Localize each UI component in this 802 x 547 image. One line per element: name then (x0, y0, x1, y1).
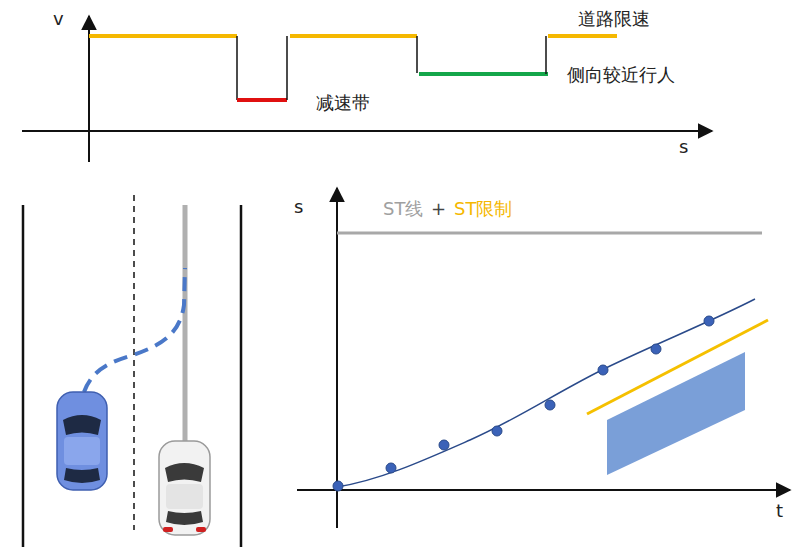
series-separator: + (431, 198, 446, 220)
blue-car (57, 392, 107, 490)
legend-note: 侧向较近行人 (567, 64, 675, 86)
st-chart (297, 188, 790, 528)
legend-note: 减速带 (316, 92, 370, 114)
axis-label: s (294, 196, 303, 218)
legend-note: 道路限速 (578, 8, 650, 30)
road-scene (23, 195, 241, 547)
series-label: ST限制 (454, 198, 512, 220)
series-label: ST线 (383, 198, 423, 220)
axis-label: v (53, 8, 64, 30)
speed-profile-chart (22, 16, 712, 162)
axis-label: s (679, 136, 688, 158)
axis-label: t (776, 500, 783, 522)
white-car (159, 441, 210, 535)
